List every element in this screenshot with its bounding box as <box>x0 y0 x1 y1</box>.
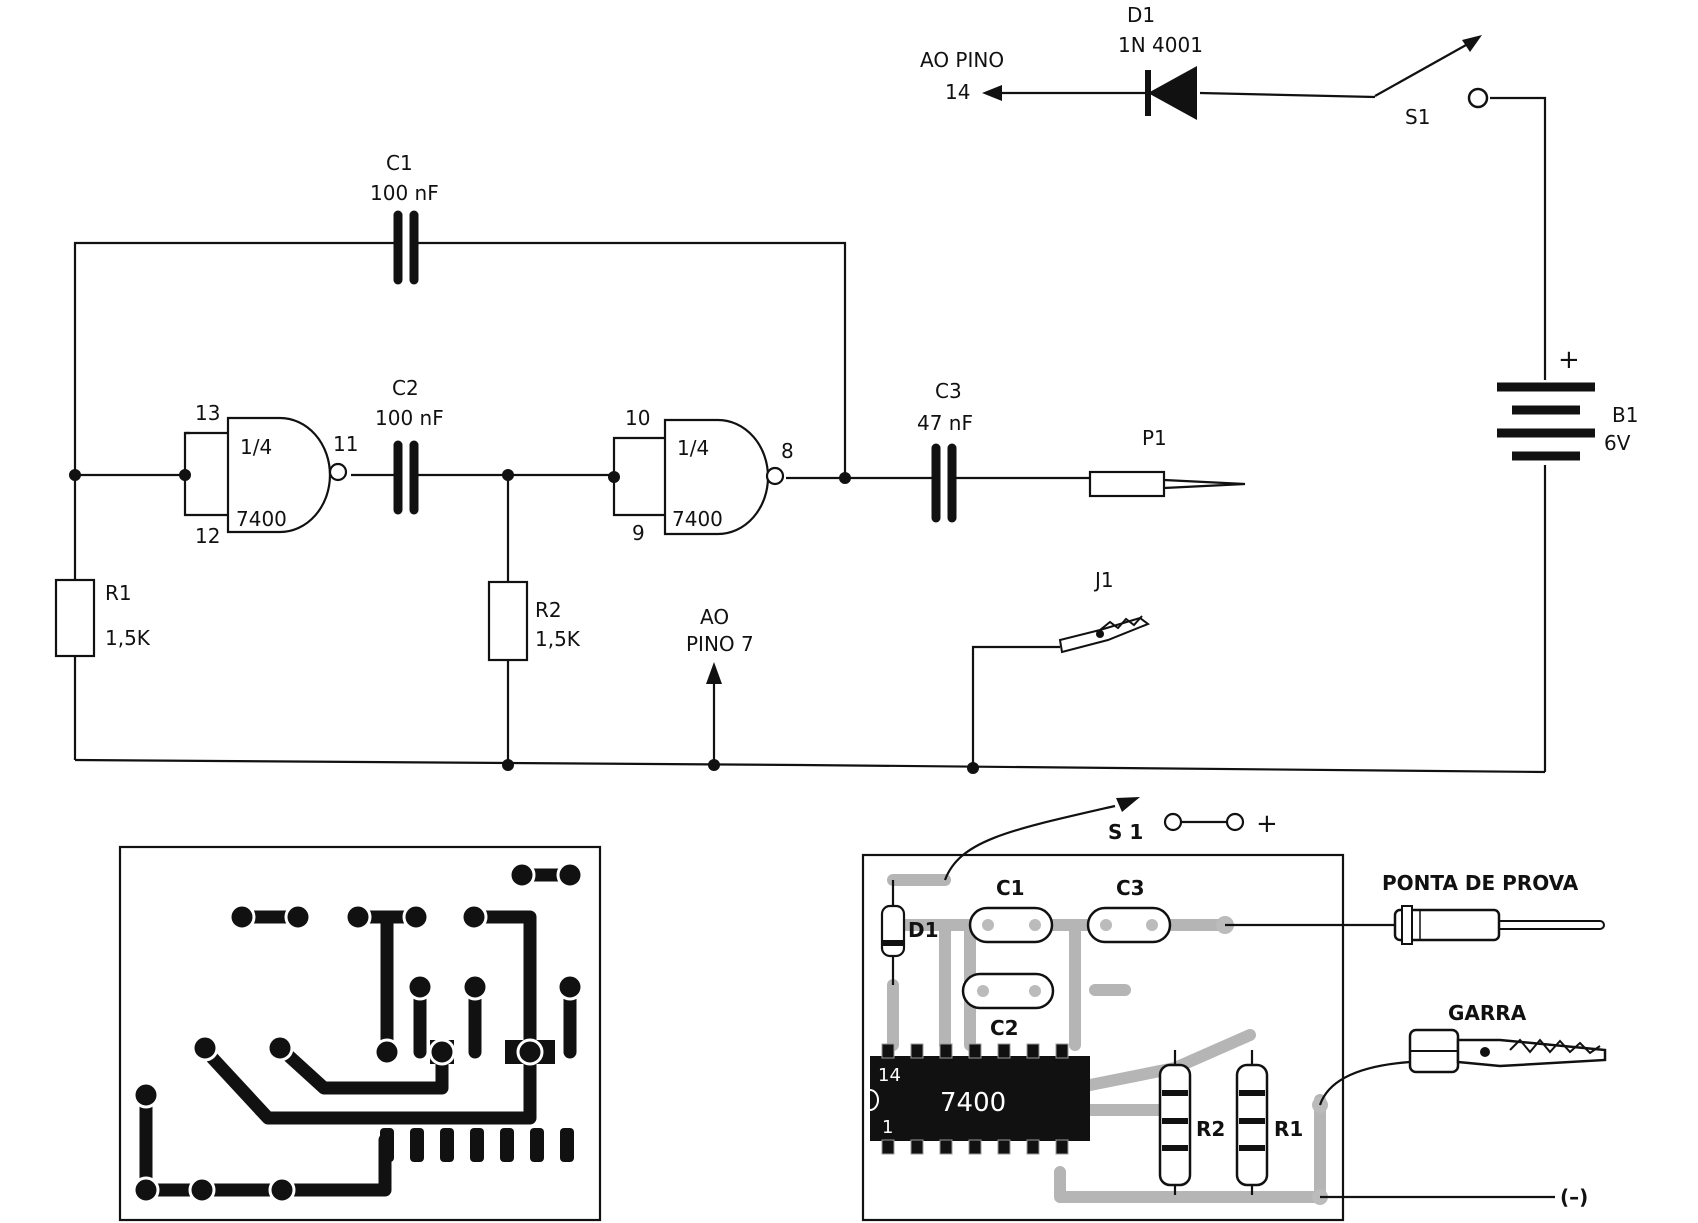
layout-r2-label: R2 <box>1196 1117 1225 1141</box>
c2-name: C2 <box>392 376 419 400</box>
resistor-r2-body <box>1158 1050 1192 1195</box>
layout-c1-label: C1 <box>996 876 1025 900</box>
resistor-r1-body <box>1235 1050 1269 1195</box>
gate2-chip: 7400 <box>672 507 723 531</box>
switch-s1 <box>1374 35 1489 109</box>
nand-gate-2 <box>663 418 785 536</box>
ic-label: 7400 <box>940 1088 1006 1118</box>
r2-name: R2 <box>535 598 562 622</box>
probe-label: PONTA DE PROVA <box>1382 871 1579 895</box>
capacitor-c3 <box>931 443 957 523</box>
arrow-up-icon <box>706 662 722 684</box>
r2-value: 1,5K <box>535 627 581 651</box>
j1-label: J1 <box>1093 568 1114 592</box>
b1-name: B1 <box>1612 403 1638 427</box>
s1-lead-arrow-icon <box>1116 797 1140 812</box>
gate2-pin-10: 10 <box>625 406 650 430</box>
d1-name: D1 <box>1127 3 1155 27</box>
schematic: D1 1N 4001 AO PINO 14 S1 C1 100 nF C2 10… <box>54 3 1638 774</box>
ao-pino-14-line2: 14 <box>945 80 970 104</box>
layout-s1-label: S 1 <box>1108 820 1143 844</box>
d1-value: 1N 4001 <box>1118 33 1203 57</box>
nand-gate-1 <box>226 416 348 534</box>
probe-ponta-de-prova <box>1393 905 1605 945</box>
resistor-r1 <box>54 578 96 658</box>
c1-value: 100 nF <box>370 181 439 205</box>
c3-value: 47 nF <box>917 411 973 435</box>
junction-dots <box>69 469 979 774</box>
minus-label: (–) <box>1560 1185 1588 1209</box>
gate2-fraction: 1/4 <box>677 436 709 460</box>
c3-name: C3 <box>935 379 962 403</box>
p1-label: P1 <box>1142 426 1167 450</box>
ic-pin-pads <box>380 1128 574 1162</box>
clip-j1 <box>1058 615 1151 654</box>
wires <box>73 91 1547 774</box>
ic-pin14-label: 14 <box>878 1065 901 1086</box>
layout-plus: + <box>1256 809 1278 839</box>
probe-p1 <box>1088 470 1166 498</box>
ao-pino-7-line2: PINO 7 <box>686 632 754 656</box>
gate2-pin-9: 9 <box>632 521 645 545</box>
c2-value: 100 nF <box>375 406 444 430</box>
gate1-fraction: 1/4 <box>240 435 272 459</box>
s1-lead <box>943 804 1116 881</box>
pcb-copper-side <box>118 845 602 1222</box>
gate1-chip: 7400 <box>236 507 287 531</box>
clip-label: GARRA <box>1448 1001 1527 1025</box>
gate1-pin-12: 12 <box>195 524 220 548</box>
resistor-r2 <box>487 580 529 662</box>
gate1-pin-11: 11 <box>333 432 358 456</box>
gate2-pin-8: 8 <box>781 439 794 463</box>
ao-pino-7-line1: AO <box>700 605 729 629</box>
layout-c3-label: C3 <box>1116 876 1145 900</box>
gate1-pin-13: 13 <box>195 401 220 425</box>
diode-d1 <box>1145 66 1197 120</box>
ic-7400 <box>869 1043 1090 1155</box>
clip-garra <box>1408 1028 1607 1074</box>
b1-plus: + <box>1558 345 1580 375</box>
b1-value: 6V <box>1604 431 1631 455</box>
capacitor-c2 <box>393 440 419 515</box>
pcb-component-side: S 1 + D1 C1 C3 C2 <box>861 797 1607 1222</box>
diode-d1-body <box>880 880 906 985</box>
ao-pino-14-line1: AO PINO <box>920 48 1004 72</box>
copper-pads <box>132 861 584 1204</box>
layout-gray-traces <box>887 874 1326 1203</box>
capacitor-c1-body <box>968 906 1054 944</box>
s1-label: S1 <box>1405 105 1430 129</box>
battery-b1 <box>1497 382 1595 461</box>
r1-name: R1 <box>105 581 132 605</box>
ic-pin1-label: 1 <box>882 1117 893 1138</box>
layout-r1-label: R1 <box>1274 1117 1303 1141</box>
capacitor-c2-body <box>961 972 1055 1010</box>
r1-value: 1,5K <box>105 626 151 650</box>
c1-name: C1 <box>386 151 413 175</box>
layout-c2-label: C2 <box>990 1016 1019 1040</box>
capacitor-c3-body <box>1086 906 1172 944</box>
clip-lead <box>1318 1060 1411 1106</box>
capacitor-c1 <box>393 210 419 285</box>
arrow-left-icon <box>982 85 1002 101</box>
layout-d1-label: D1 <box>908 918 939 942</box>
